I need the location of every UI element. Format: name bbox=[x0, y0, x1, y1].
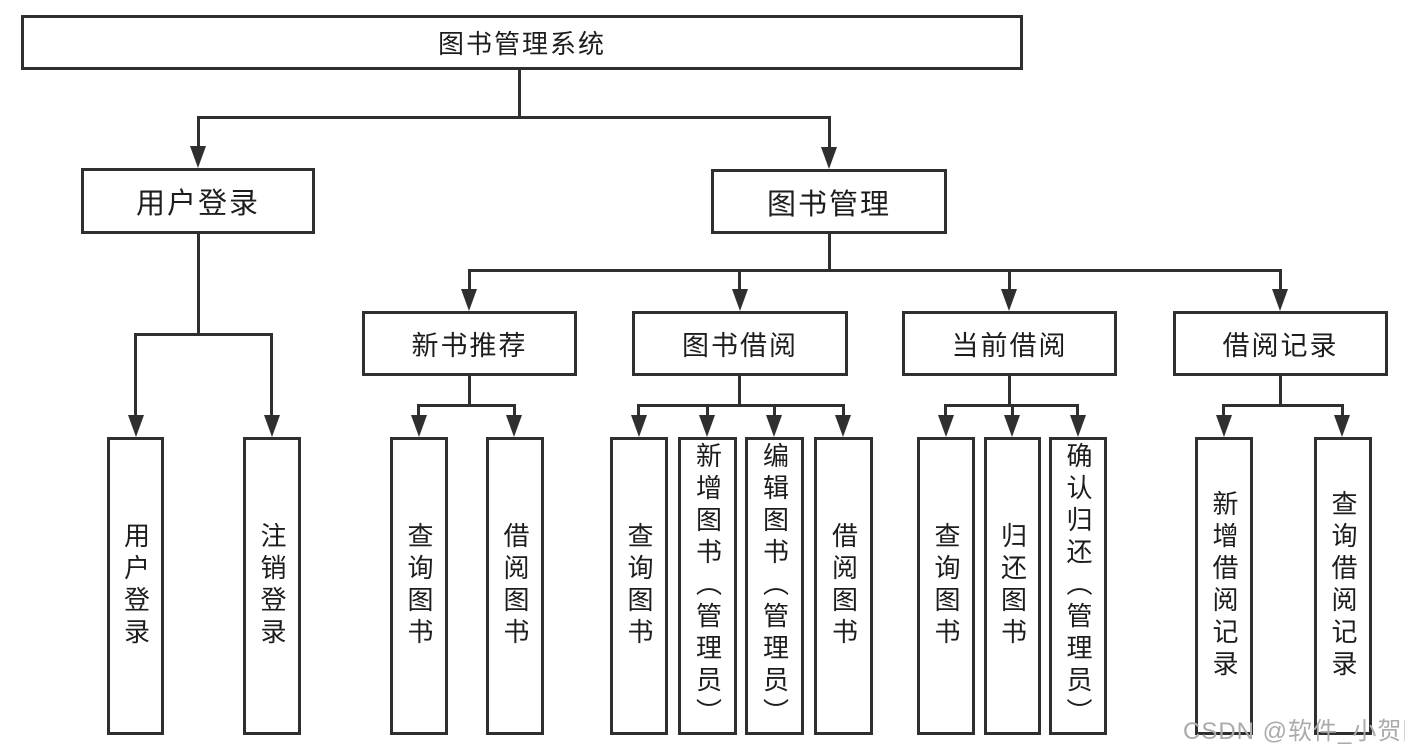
arrowhead-icon bbox=[766, 415, 782, 437]
connector-line bbox=[197, 116, 831, 119]
connector-line bbox=[1076, 404, 1079, 416]
arrowhead-icon bbox=[190, 146, 206, 168]
connector-line bbox=[1011, 404, 1014, 416]
connector-line bbox=[738, 376, 741, 407]
node-book-borrowing: 图书借阅 bbox=[632, 311, 848, 376]
connector-line bbox=[270, 333, 273, 416]
leaf-add-borrow-record-label: 新增借阅记录 bbox=[1209, 490, 1239, 682]
node-root: 图书管理系统 bbox=[21, 15, 1023, 70]
arrowhead-icon bbox=[1004, 415, 1020, 437]
connector-line bbox=[1222, 404, 1225, 416]
arrowhead-icon bbox=[264, 415, 280, 437]
arrowhead-icon bbox=[506, 415, 522, 437]
leaf-query-books-1-label: 查询图书 bbox=[404, 522, 434, 650]
connector-line bbox=[773, 404, 776, 416]
arrowhead-icon bbox=[835, 415, 851, 437]
node-root-label: 图书管理系统 bbox=[437, 29, 606, 59]
connector-line bbox=[134, 333, 273, 336]
connector-line bbox=[1341, 404, 1344, 416]
connector-line bbox=[468, 269, 1282, 272]
connector-line bbox=[1279, 376, 1282, 407]
connector-line bbox=[417, 404, 420, 416]
node-book-management: 图书管理 bbox=[711, 169, 947, 234]
connector-line bbox=[1279, 269, 1282, 290]
connector-line bbox=[637, 404, 640, 416]
connector-line bbox=[468, 376, 471, 407]
node-user-login: 用户登录 bbox=[81, 168, 315, 234]
connector-line bbox=[197, 116, 200, 147]
node-user-login-label: 用户登录 bbox=[135, 188, 260, 220]
leaf-add-books-admin-label: 新增图书（管理员） bbox=[692, 442, 723, 730]
connector-line bbox=[828, 116, 831, 147]
leaf-query-books-3: 查询图书 bbox=[917, 437, 975, 735]
node-new-book-recommend-label: 新书推荐 bbox=[411, 331, 528, 361]
leaf-query-books-2-label: 查询图书 bbox=[624, 522, 654, 650]
arrowhead-icon bbox=[1070, 415, 1086, 437]
leaf-confirm-return-admin: 确认归还（管理员） bbox=[1049, 437, 1107, 735]
arrowhead-icon bbox=[938, 415, 954, 437]
connector-line bbox=[513, 404, 516, 416]
connector-line bbox=[944, 404, 947, 416]
connector-line bbox=[468, 269, 471, 290]
leaf-add-borrow-record: 新增借阅记录 bbox=[1195, 437, 1253, 735]
leaf-user-login: 用户登录 bbox=[107, 437, 164, 735]
leaf-query-books-1: 查询图书 bbox=[390, 437, 448, 735]
arrowhead-icon bbox=[461, 289, 477, 311]
leaf-user-login-label: 用户登录 bbox=[120, 522, 151, 650]
leaf-query-books-2: 查询图书 bbox=[610, 437, 668, 735]
leaf-edit-books-admin: 编辑图书（管理员） bbox=[745, 437, 804, 735]
leaf-borrow-books-2: 借阅图书 bbox=[814, 437, 873, 735]
arrowhead-icon bbox=[732, 289, 748, 311]
leaf-confirm-return-admin-label: 确认归还（管理员） bbox=[1063, 442, 1093, 730]
arrowhead-icon bbox=[1272, 289, 1288, 311]
csdn-watermark: CSDN @软件_小贺同学 bbox=[1183, 718, 1405, 745]
leaf-logout-label: 注销登录 bbox=[257, 522, 287, 650]
leaf-query-borrow-record: 查询借阅记录 bbox=[1314, 437, 1372, 735]
leaf-query-borrow-record-label: 查询借阅记录 bbox=[1328, 490, 1358, 682]
node-borrowing-records: 借阅记录 bbox=[1173, 311, 1388, 376]
connector-line bbox=[828, 234, 831, 272]
node-book-borrowing-label: 图书借阅 bbox=[682, 331, 798, 361]
connector-line bbox=[417, 404, 516, 407]
connector-line bbox=[1222, 404, 1344, 407]
node-new-book-recommend: 新书推荐 bbox=[362, 311, 577, 376]
node-book-management-label: 图书管理 bbox=[766, 188, 891, 221]
arrowhead-icon bbox=[1216, 415, 1232, 437]
node-borrowing-records-label: 借阅记录 bbox=[1222, 331, 1339, 361]
connector-line bbox=[1008, 269, 1011, 290]
arrowhead-icon bbox=[411, 415, 427, 437]
connector-line bbox=[197, 234, 200, 336]
arrowhead-icon bbox=[699, 415, 715, 437]
connector-line bbox=[518, 70, 521, 119]
connector-line bbox=[637, 404, 845, 407]
connector-line bbox=[738, 269, 741, 290]
connector-line bbox=[842, 404, 845, 416]
arrowhead-icon bbox=[821, 147, 837, 169]
node-current-borrowing: 当前借阅 bbox=[902, 311, 1117, 376]
leaf-add-books-admin: 新增图书（管理员） bbox=[678, 437, 737, 735]
leaf-return-books: 归还图书 bbox=[984, 437, 1041, 735]
leaf-borrow-books-2-label: 借阅图书 bbox=[828, 522, 859, 650]
arrowhead-icon bbox=[1001, 289, 1017, 311]
leaf-query-books-3-label: 查询图书 bbox=[931, 522, 961, 650]
connector-line bbox=[134, 333, 137, 416]
leaf-edit-books-admin-label: 编辑图书（管理员） bbox=[759, 442, 790, 730]
leaf-borrow-books-1: 借阅图书 bbox=[486, 437, 544, 735]
leaf-return-books-label: 归还图书 bbox=[997, 522, 1028, 650]
connector-line bbox=[1008, 376, 1011, 407]
leaf-logout: 注销登录 bbox=[243, 437, 301, 735]
arrowhead-icon bbox=[128, 415, 144, 437]
node-current-borrowing-label: 当前借阅 bbox=[951, 331, 1068, 361]
leaf-borrow-books-1-label: 借阅图书 bbox=[500, 522, 530, 650]
arrowhead-icon bbox=[1334, 415, 1350, 437]
connector-line bbox=[706, 404, 709, 416]
arrowhead-icon bbox=[631, 415, 647, 437]
